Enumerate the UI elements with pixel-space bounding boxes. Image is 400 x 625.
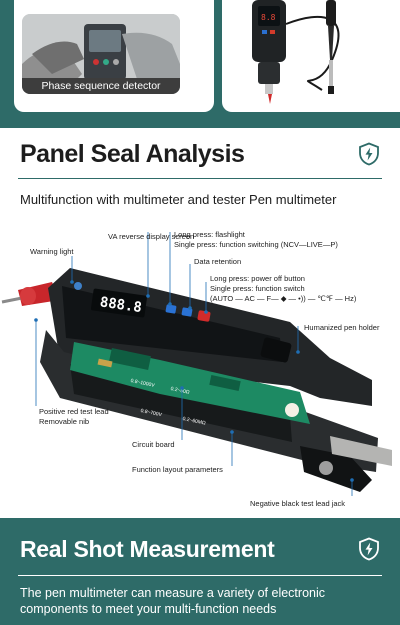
circuit-board: 0.8~1000V 0.2~50Ω 0.8~700V 0.2~60MΩ	[70, 342, 310, 427]
anno-function-list: (AUTO — AC — F— ◆ — •)) — ℃℉ — Hz)	[210, 294, 357, 303]
black-lead-jack	[300, 436, 392, 492]
bottom-band	[0, 518, 400, 625]
section-subtitle: Multifunction with multimeter and tester…	[20, 192, 337, 207]
board-label-2: 0.2~50Ω	[170, 386, 190, 396]
anno-single-press-ncv: Single press: function switching (NCV—LI…	[174, 240, 338, 249]
warning-light	[74, 282, 82, 290]
phase-detector-label: Phase sequence detector	[22, 78, 180, 94]
anno-data-retention: Data retention	[194, 257, 242, 266]
anno-red-lead: Positive red test lead	[39, 407, 109, 416]
anno-va-reverse: VA reverse display screen	[108, 232, 195, 241]
product-photo-card: 8.8	[222, 0, 400, 112]
section-divider	[18, 178, 382, 179]
bottom-divider	[18, 575, 382, 576]
flashlight-button	[165, 304, 177, 314]
anno-function-layout: Function layout parameters	[132, 465, 223, 474]
anno-long-press-flash: Long press: flashlight	[174, 230, 245, 239]
section-title: Panel Seal Analysis	[20, 140, 245, 168]
board-label-3: 0.8~700V	[140, 408, 163, 418]
bottom-title: Real Shot Measurement	[20, 536, 275, 562]
pen-holder	[260, 337, 292, 363]
pen-multimeter-photo: 8.8	[252, 0, 340, 104]
shield-lightning-icon	[359, 537, 379, 561]
bottom-description: The pen multimeter can measure a variety…	[20, 586, 325, 616]
multimeter-illustration: 888.8 0.8~1000V 0.2~50Ω 0.8~700V 0.2~60M…	[1, 232, 392, 496]
anno-pen-holder: Humanized pen holder	[304, 323, 380, 332]
board-label-1: 0.8~1000V	[130, 378, 156, 389]
lcd-display: 888.8	[90, 288, 148, 318]
power-button	[197, 310, 211, 322]
anno-single-press-switch: Single press: function switch	[210, 284, 305, 293]
shield-lightning-icon	[359, 142, 379, 166]
display-reading: 888.8	[99, 294, 143, 316]
anno-warning-light: Warning light	[30, 247, 74, 256]
anno-long-press-power: Long press: power off button	[210, 274, 305, 283]
svg-text:8.8: 8.8	[261, 13, 276, 22]
board-label-4: 0.2~60MΩ	[182, 416, 206, 427]
anno-removable-nib: Removable nib	[39, 417, 90, 426]
anno-black-jack: Negative black test lead jack	[250, 499, 346, 508]
annotation-lines	[34, 232, 354, 496]
anno-circuit-board: Circuit board	[132, 440, 175, 449]
